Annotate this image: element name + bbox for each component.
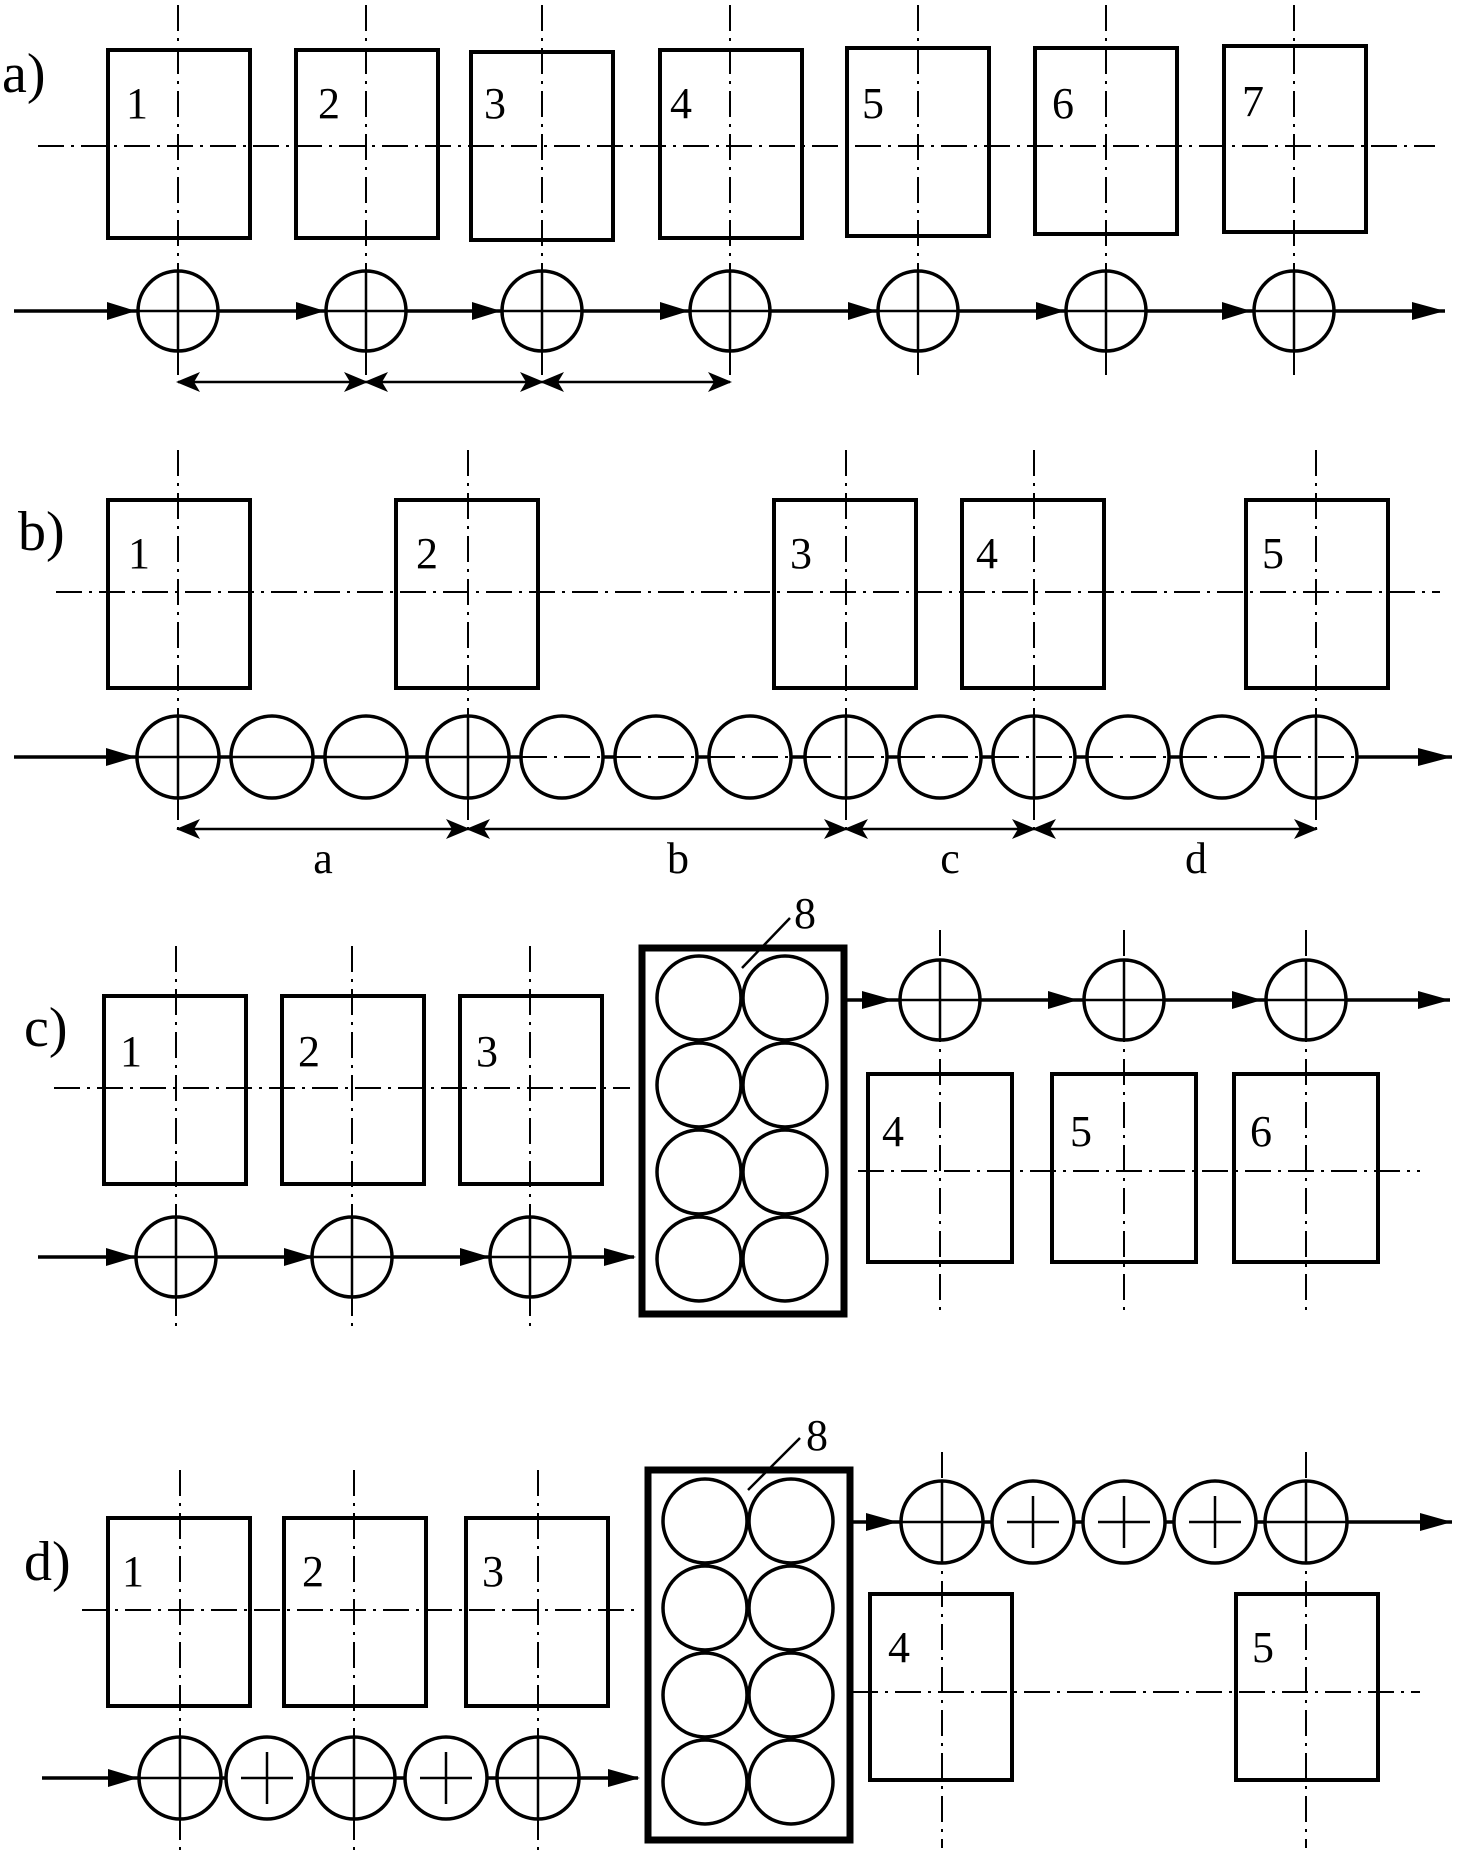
flow-arrowhead — [1418, 748, 1452, 766]
station-number: 4 — [670, 79, 692, 128]
machine-station-1 — [106, 48, 252, 240]
panel-a-label: a) — [2, 43, 46, 105]
panel-c-label: c) — [24, 997, 68, 1059]
machine-station-4 — [868, 1592, 1014, 1782]
station-number: 4 — [882, 1107, 904, 1156]
panel-d-label: d) — [24, 1531, 71, 1593]
flow-arrowhead — [296, 302, 325, 320]
station-number: 3 — [484, 79, 506, 128]
machine-station-7 — [1222, 44, 1368, 234]
machine-station-1 — [102, 994, 248, 1186]
flow-arrowhead — [107, 302, 136, 320]
panel-c: c) 1 2 3 8 — [24, 889, 1450, 1330]
panel-b-label: b) — [18, 501, 65, 563]
buffer-workpieces — [661, 1477, 835, 1826]
machine-station-3 — [464, 1516, 610, 1708]
station-number: 3 — [790, 529, 812, 578]
panel-b: b) 1 2 3 4 5 — [14, 450, 1452, 883]
station-number: 1 — [120, 1027, 142, 1076]
buffer-label: 8 — [806, 1411, 828, 1460]
spacing-label: c — [940, 834, 960, 883]
machine-station-5 — [1050, 1072, 1198, 1264]
spacing-label: b — [667, 834, 689, 883]
machine-station-6 — [1232, 1072, 1380, 1264]
station-number: 5 — [1262, 529, 1284, 578]
station-number: 4 — [976, 529, 998, 578]
machine-station-5 — [845, 46, 991, 238]
flow-arrowhead — [1412, 302, 1445, 320]
panel-a: a) 1 2 3 4 — [2, 5, 1445, 392]
station-number: 7 — [1242, 77, 1264, 126]
machine-station-4 — [658, 48, 804, 240]
station-number: 3 — [476, 1027, 498, 1076]
flow-arrowhead — [660, 302, 689, 320]
machine-station-4 — [960, 498, 1106, 690]
station-number: 3 — [482, 1547, 504, 1596]
station-number: 6 — [1052, 79, 1074, 128]
buffer-workpieces — [655, 954, 829, 1303]
flow-arrowhead — [472, 302, 501, 320]
spacing-label: a — [313, 834, 333, 883]
machine-station-3 — [458, 994, 604, 1186]
machine-station-5 — [1244, 498, 1390, 690]
flow-arrowhead — [848, 302, 877, 320]
station-number: 4 — [888, 1623, 910, 1672]
station-number: 1 — [128, 529, 150, 578]
station-number: 2 — [298, 1027, 320, 1076]
panel-d-input-queue — [137, 1735, 581, 1821]
station-number: 6 — [1250, 1107, 1272, 1156]
machine-station-5 — [1234, 1592, 1380, 1782]
machine-station-1 — [106, 1516, 252, 1708]
spacing-label: d — [1185, 834, 1207, 883]
machine-station-2 — [394, 498, 540, 690]
buffer-label: 8 — [794, 889, 816, 938]
station-number: 5 — [1070, 1107, 1092, 1156]
station-number: 2 — [318, 79, 340, 128]
machine-station-4 — [866, 1072, 1014, 1264]
panel-d: d) 1 2 3 8 — [24, 1411, 1452, 1853]
machine-station-2 — [280, 994, 426, 1186]
buffer-storage — [638, 944, 848, 1318]
station-number: 5 — [1252, 1623, 1274, 1672]
flow-arrowhead — [1036, 302, 1065, 320]
machine-station-2 — [294, 48, 440, 240]
machine-station-3 — [469, 50, 615, 242]
station-number: 2 — [302, 1547, 324, 1596]
machine-station-3 — [772, 498, 918, 690]
panel-b-workpiece-queue — [135, 714, 1359, 800]
buffer-storage — [644, 1466, 854, 1844]
station-number: 5 — [862, 79, 884, 128]
flow-arrowhead — [1222, 302, 1251, 320]
leader-line — [747, 1437, 801, 1491]
machine-station-1 — [106, 498, 252, 690]
station-number: 1 — [126, 79, 148, 128]
station-number: 1 — [122, 1547, 144, 1596]
station-number: 2 — [416, 529, 438, 578]
machine-station-2 — [282, 1516, 428, 1708]
flow-arrowhead — [106, 748, 136, 766]
panel-d-output-queue — [899, 1479, 1349, 1565]
machine-station-6 — [1033, 46, 1179, 236]
leader-line — [741, 917, 791, 969]
